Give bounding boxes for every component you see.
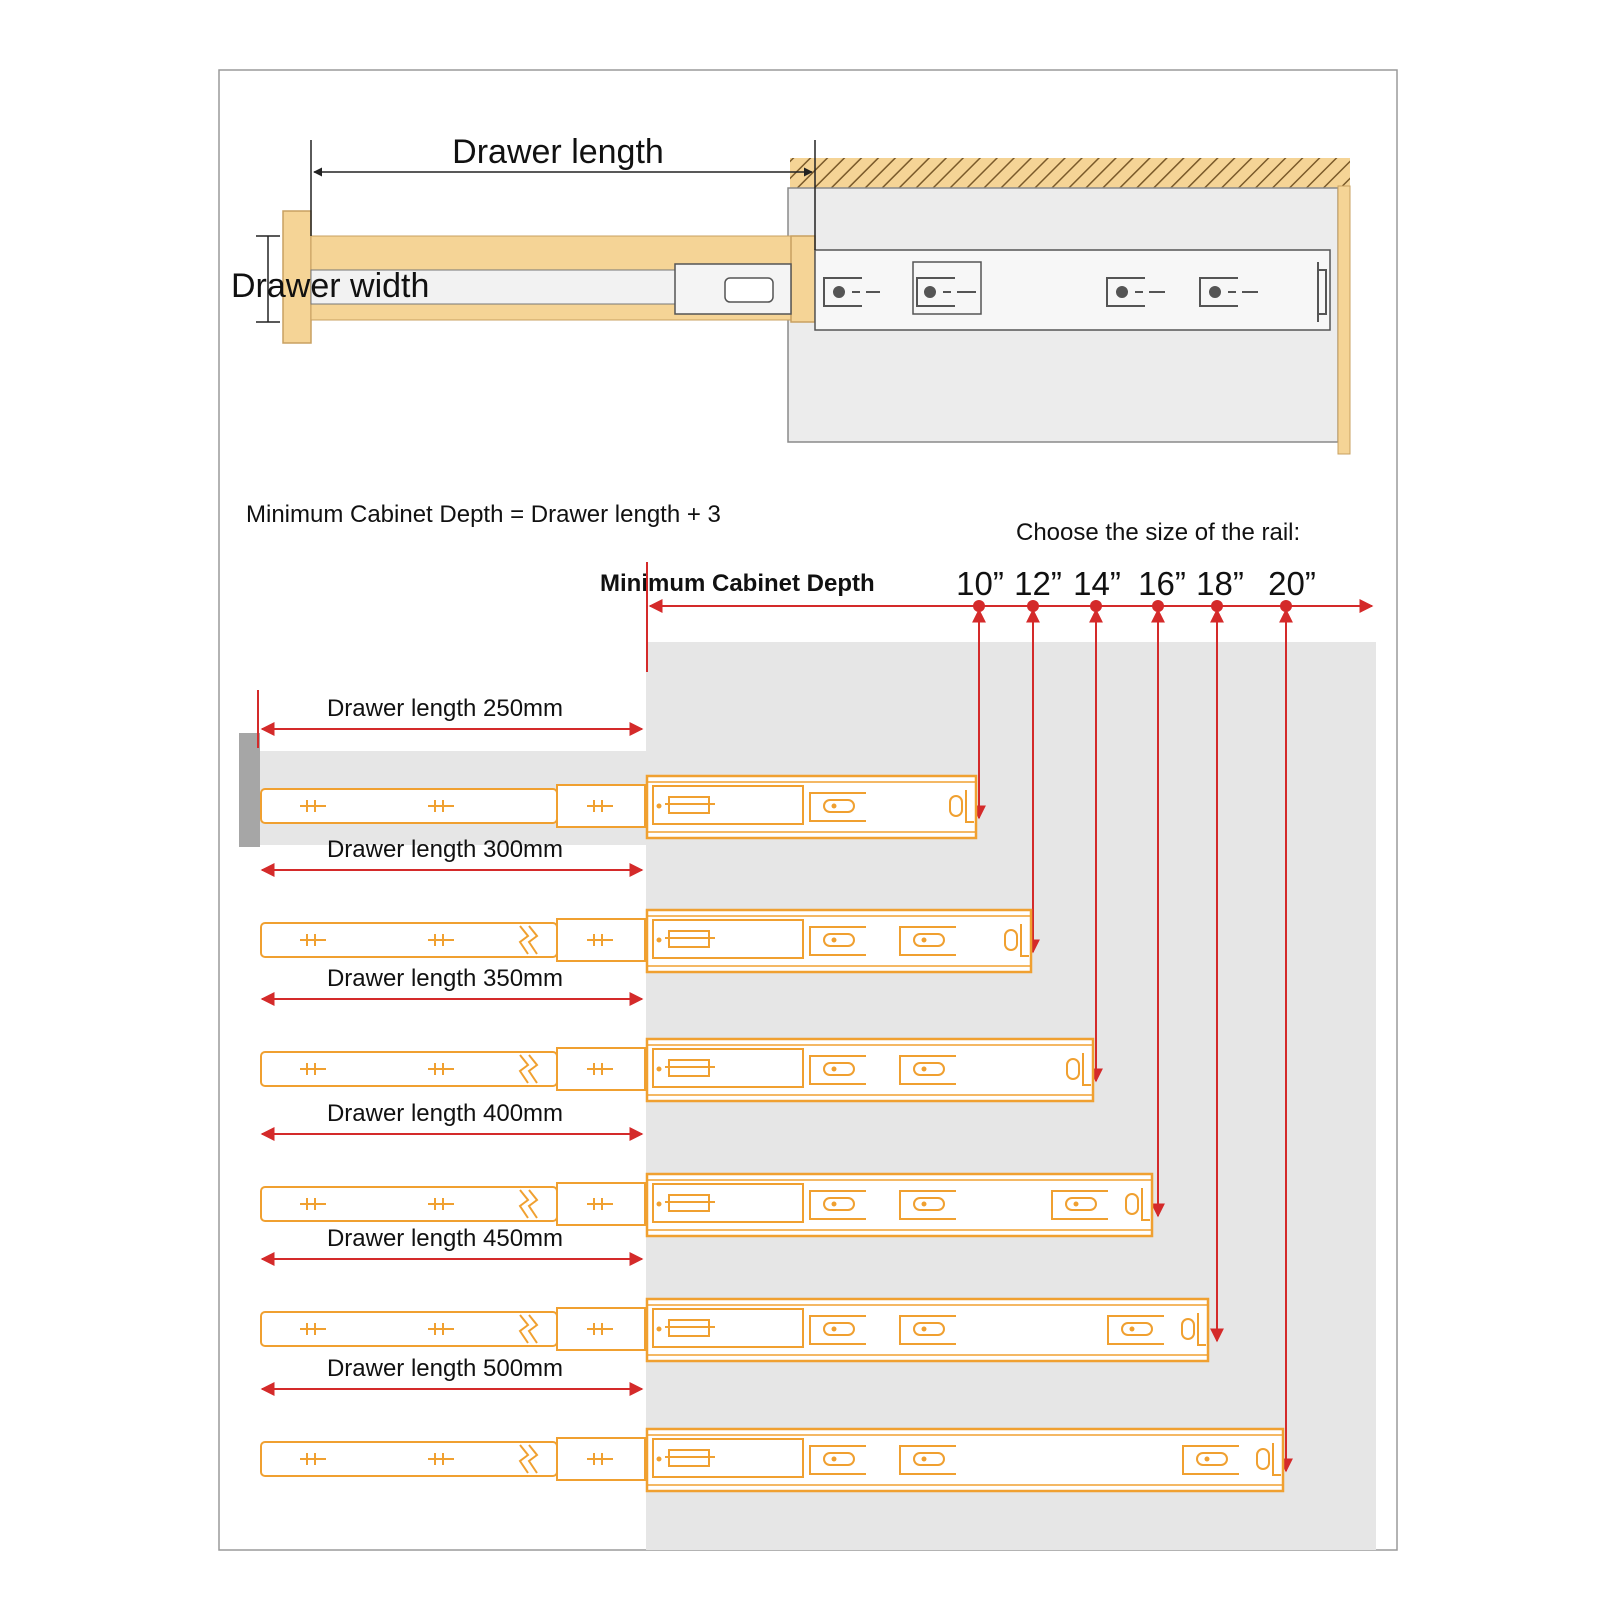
outer-rail — [645, 774, 978, 840]
drawer-front — [282, 210, 312, 344]
size-label-2: 12” — [1014, 565, 1062, 602]
size-label-6: 20” — [1268, 565, 1316, 602]
drawer-front-panel — [239, 733, 260, 847]
rail-row-300: Drawer length 300mm — [260, 836, 1033, 974]
inner-rail — [260, 1047, 646, 1091]
outer-rail — [645, 908, 1033, 974]
rail-row-250: Drawer length 250mm — [239, 690, 978, 847]
inner-rail — [260, 1437, 646, 1481]
drawer-length-label: Drawer length 500mm — [327, 1355, 563, 1382]
formula-text: Minimum Cabinet Depth = Drawer length + … — [246, 501, 721, 528]
drawer-length-label: Drawer length 300mm — [327, 836, 563, 863]
rail-row-400: Drawer length 400mm — [260, 1100, 1154, 1238]
choose-size-text: Choose the size of the rail: — [1016, 519, 1300, 546]
size-label-5: 18” — [1196, 565, 1244, 602]
rail-row-500: Drawer length 500mm — [260, 1355, 1285, 1493]
inner-rail — [260, 1182, 646, 1226]
outer-rail — [645, 1297, 1210, 1363]
size-label-4: 16” — [1138, 565, 1186, 602]
outer-rail — [645, 1172, 1154, 1238]
rail-row-450: Drawer length 450mm — [260, 1225, 1210, 1363]
drawer-length-label: Drawer length 250mm — [327, 695, 563, 722]
rail-mounting-holes — [823, 261, 1327, 322]
size-label-3: 14” — [1073, 565, 1121, 602]
drawer-length-label: Drawer length 450mm — [327, 1225, 563, 1252]
drawer-width-label: Drawer width — [231, 267, 429, 305]
drawer-length-label: Drawer length 400mm — [327, 1100, 563, 1127]
rail-release-tab — [724, 277, 774, 303]
drawer-length-label: Drawer length — [452, 133, 664, 171]
outer-rail — [645, 1427, 1285, 1493]
cabinet-wall-edge — [1337, 185, 1351, 455]
min-depth-label: Minimum Cabinet Depth — [600, 570, 875, 597]
top-diagram: Drawer length Drawer width — [231, 133, 1351, 455]
outer-rail — [645, 1037, 1095, 1103]
drawer-back — [790, 235, 816, 323]
inner-rail — [260, 918, 646, 962]
drawer-width-dimension — [256, 235, 280, 323]
cabinet-top-hatch — [790, 158, 1350, 188]
inner-rail — [260, 1307, 646, 1351]
size-markers: 10” 12” 14” 16” 18” 20” — [956, 565, 1316, 1473]
drawer-length-label: Drawer length 350mm — [327, 965, 563, 992]
rail-row-350: Drawer length 350mm — [260, 965, 1095, 1103]
inner-rail — [260, 784, 646, 828]
size-label-1: 10” — [956, 565, 1004, 602]
outer-rail-member — [814, 249, 1331, 331]
